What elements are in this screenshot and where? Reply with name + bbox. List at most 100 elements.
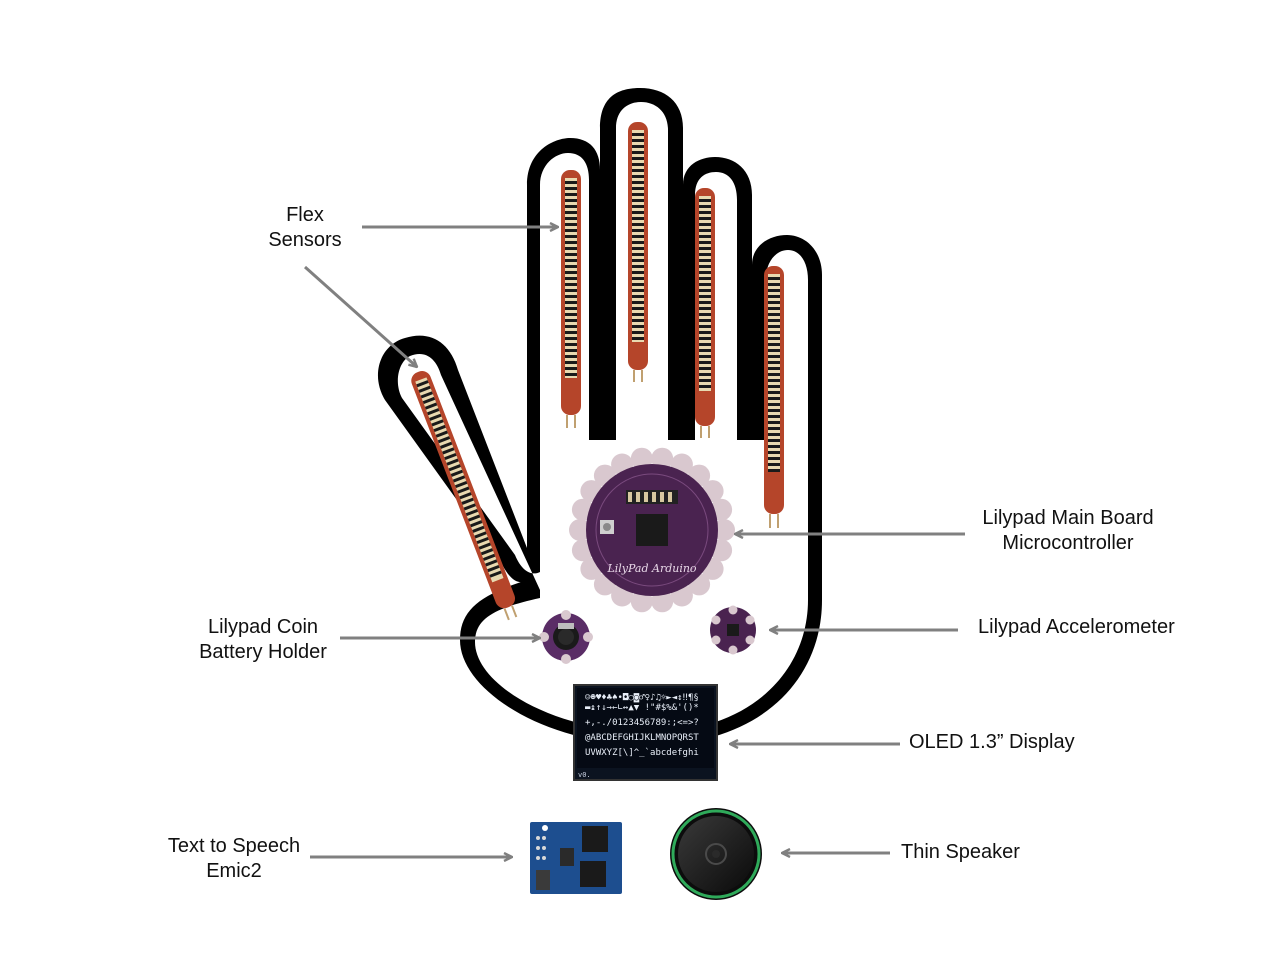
sensor-trace <box>565 211 577 214</box>
oled-line-3: +,-./0123456789:;<=>? <box>585 718 699 728</box>
sensor-trace <box>565 307 577 310</box>
label-main-board-line2: Microcontroller <box>1002 532 1134 554</box>
label-main-board: Lilypad Main Board Microcontroller <box>958 506 1178 556</box>
sensor-trace <box>632 139 644 142</box>
sensor-trace <box>418 385 431 393</box>
sensor-trace <box>465 508 479 517</box>
sensor-trace <box>699 319 711 322</box>
oled-line-4: @ABCDEFGHIJKLMNOPQRST <box>585 733 699 743</box>
sensor-trace <box>768 313 780 316</box>
sensor-trace <box>699 205 711 208</box>
sensor-trace <box>768 373 780 376</box>
sensor-trace <box>482 553 496 561</box>
sensor-trace <box>632 223 644 226</box>
sensor-trace <box>632 277 644 280</box>
label-coin-battery-line1: Lilypad Coin <box>207 616 319 638</box>
sensor-trace <box>632 235 644 238</box>
sensor-trace <box>565 205 577 208</box>
sensor-trace <box>768 361 780 364</box>
flex-sensor-thumb <box>411 371 518 621</box>
sensor-trace <box>444 452 457 461</box>
sensor-trace <box>632 337 644 340</box>
sensor-trace <box>452 475 466 483</box>
sensor-trace <box>565 349 577 352</box>
sensor-trace <box>565 199 577 202</box>
sensor-trace <box>437 436 451 444</box>
sensor-trace <box>699 337 711 340</box>
sensor-trace <box>565 229 577 232</box>
sensor-trace <box>699 283 711 286</box>
sensor-trace <box>699 235 711 238</box>
oled-version: v0. <box>578 771 591 779</box>
callout-arrows <box>304 227 965 857</box>
sensor-trace <box>768 463 780 466</box>
sensor-trace <box>699 265 711 268</box>
label-coin-battery: Lilypad Coin Battery Holder <box>183 615 343 665</box>
sensor-trace <box>768 397 780 400</box>
sensor-trace <box>448 464 461 472</box>
sensor-trace <box>433 424 446 433</box>
oled-display: ☺☻♥♦♣♠•◘○◙♂♀♪♫☼►◄↕‼¶§ ▬↨↑↓→←∟↔▲▼ !"#$%&'… <box>573 684 718 781</box>
sensor-trace <box>632 151 644 154</box>
sensor-trace <box>565 313 577 316</box>
sensor-trace <box>768 349 780 352</box>
sensor-trace <box>489 570 502 578</box>
sensor-trace <box>699 277 711 280</box>
sensor-trace <box>768 409 780 412</box>
sensor-trace <box>699 271 711 274</box>
sensor-trace <box>768 439 780 442</box>
sensor-trace <box>565 241 577 244</box>
sensor-trace <box>699 385 711 388</box>
sensor-trace <box>768 391 780 394</box>
sensor-trace <box>699 247 711 250</box>
sensor-trace <box>699 211 711 214</box>
sensor-trace <box>632 271 644 274</box>
sensor-trace <box>768 367 780 370</box>
sensor-trace <box>699 253 711 256</box>
sensor-trace <box>768 307 780 310</box>
sensor-trace <box>565 187 577 190</box>
lilypad-accelerometer <box>710 605 756 655</box>
sensor-trace <box>768 343 780 346</box>
sensor-trace <box>768 283 780 286</box>
sensor-trace <box>768 289 780 292</box>
label-tts: Text to Speech Emic2 <box>150 834 318 884</box>
sensor-trace <box>455 480 468 489</box>
sensor-trace <box>565 355 577 358</box>
flex-sensor-middle <box>628 122 648 382</box>
coin-battery-holder <box>539 610 593 664</box>
sensor-trace <box>768 415 780 418</box>
sensor-trace <box>565 265 577 268</box>
sensor-trace <box>565 223 577 226</box>
arrow-flex-thumb <box>304 265 417 367</box>
sensor-trace <box>632 307 644 310</box>
sensor-trace <box>632 325 644 328</box>
sensor-trace <box>768 403 780 406</box>
sensor-trace <box>768 325 780 328</box>
sensor-trace <box>632 247 644 250</box>
sensor-trace <box>565 301 577 304</box>
sensor-trace <box>632 283 644 286</box>
sensor-trace <box>699 313 711 316</box>
sensor-trace <box>632 157 644 160</box>
sensor-trace <box>699 301 711 304</box>
label-tts-line1: Text to Speech <box>167 835 301 857</box>
sensor-trace <box>699 199 711 202</box>
sensor-trace <box>632 211 644 214</box>
sensor-trace <box>632 295 644 298</box>
sensor-trace <box>476 536 489 545</box>
sensor-trace <box>699 325 711 328</box>
sensor-trace <box>565 319 577 322</box>
emic2-board <box>530 822 622 894</box>
label-speaker: Thin Speaker <box>901 841 1020 863</box>
sensor-trace <box>565 217 577 220</box>
sensor-trace <box>699 217 711 220</box>
sensor-trace <box>632 301 644 304</box>
sensor-trace <box>699 307 711 310</box>
sensor-trace <box>565 247 577 250</box>
sensor-trace <box>439 441 453 449</box>
sensor-trace <box>768 331 780 334</box>
sensor-trace <box>565 271 577 274</box>
sensor-trace <box>431 419 444 427</box>
sensor-trace <box>485 559 498 567</box>
